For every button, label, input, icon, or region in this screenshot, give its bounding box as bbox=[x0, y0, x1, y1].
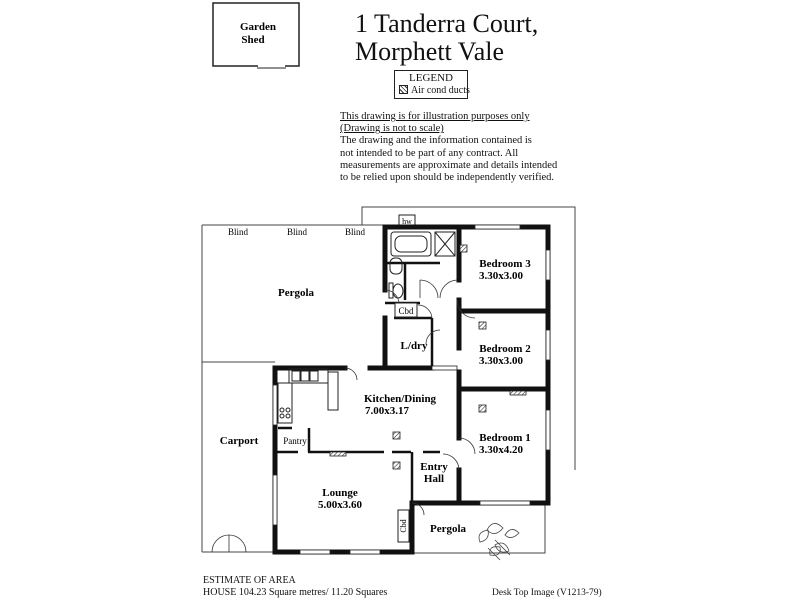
bedroom3-size: 3.30x3.00 bbox=[479, 270, 524, 282]
area-estimate: ESTIMATE OF AREA HOUSE 104.23 Square met… bbox=[203, 575, 387, 599]
legend-title: LEGEND bbox=[409, 72, 453, 84]
disclaimer-line-5: measurements are approximate and details… bbox=[340, 159, 558, 171]
bedroom2-size: 3.30x3.00 bbox=[479, 355, 524, 367]
blinds: Blind Blind Blind bbox=[228, 227, 366, 237]
cbd-box-lounge bbox=[397, 509, 410, 543]
hw-label: hw bbox=[402, 217, 412, 226]
windows bbox=[272, 224, 551, 555]
blind-label-3: Blind bbox=[345, 227, 366, 237]
estimate-title: ESTIMATE OF AREA bbox=[203, 575, 296, 586]
disclaimer-line-1: This drawing is for illustration purpose… bbox=[340, 111, 530, 122]
pergola-bottom-label: Pergola bbox=[430, 523, 467, 535]
address-line-1: 1 Tanderra Court, bbox=[355, 9, 539, 38]
kitchen-name: Kitchen/Dining bbox=[364, 393, 437, 405]
blind-label-2: Blind bbox=[287, 227, 308, 237]
address-line-2: Morphett Vale bbox=[355, 37, 504, 66]
garden-plant-icon bbox=[478, 523, 520, 561]
pantry-label: Pantry bbox=[283, 436, 307, 446]
laundry-label: L/dry bbox=[401, 340, 428, 352]
legend-item: Air cond ducts bbox=[399, 85, 470, 96]
cbd-box bbox=[394, 302, 418, 318]
disclaimer-line-4: not intended to be part of any contract.… bbox=[340, 147, 519, 159]
kitchen-size: 7.00x3.17 bbox=[365, 405, 410, 417]
entry-label-1: Entry bbox=[420, 461, 448, 473]
disclaimer-line-6: to be relied upon should be independentl… bbox=[340, 172, 555, 184]
entry-label-2: Hall bbox=[424, 473, 444, 485]
air-cond-ducts bbox=[329, 244, 527, 470]
room-labels: Bedroom 3 3.30x3.00 Bedroom 2 3.30x3.00 … bbox=[220, 258, 531, 535]
disclaimer: This drawing is for illustration purpose… bbox=[340, 111, 600, 184]
garden-shed: Garden Shed bbox=[212, 2, 300, 69]
carport-label: Carport bbox=[220, 435, 259, 447]
shed-label-1: Garden bbox=[240, 21, 276, 33]
lounge-name: Lounge bbox=[322, 487, 358, 499]
disclaimer-line-2: (Drawing is not to scale) bbox=[340, 123, 444, 135]
shed-label-2: Shed bbox=[241, 34, 264, 46]
estimate-house: HOUSE 104.23 Square metres/ 11.20 Square… bbox=[203, 587, 388, 598]
bedroom1-size: 3.30x4.20 bbox=[479, 444, 524, 456]
air-duct-icon bbox=[399, 85, 408, 94]
door-swings bbox=[211, 279, 476, 553]
bedroom1-name: Bedroom 1 bbox=[479, 432, 530, 444]
disclaimer-line-3: The drawing and the information containe… bbox=[340, 135, 532, 147]
bathroom-fixtures bbox=[388, 231, 456, 299]
kitchen-bench bbox=[277, 368, 339, 424]
property-address: 1 Tanderra Court, Morphett Vale bbox=[355, 10, 538, 66]
blind-label-1: Blind bbox=[228, 227, 249, 237]
cbd-label: Cbd bbox=[398, 306, 414, 316]
legend-item-label: Air cond ducts bbox=[411, 85, 470, 96]
cbd-label-lounge: Cbd bbox=[399, 519, 408, 532]
bedroom2-name: Bedroom 2 bbox=[479, 343, 531, 355]
legend-box: LEGEND Air cond ducts bbox=[394, 70, 470, 99]
image-reference: Desk Top Image (V1213-79) bbox=[492, 588, 602, 598]
lounge-size: 5.00x3.60 bbox=[318, 499, 363, 511]
pergola-top-label: Pergola bbox=[278, 287, 315, 299]
outdoor-boundaries bbox=[201, 206, 576, 554]
bedroom3-name: Bedroom 3 bbox=[479, 258, 531, 270]
